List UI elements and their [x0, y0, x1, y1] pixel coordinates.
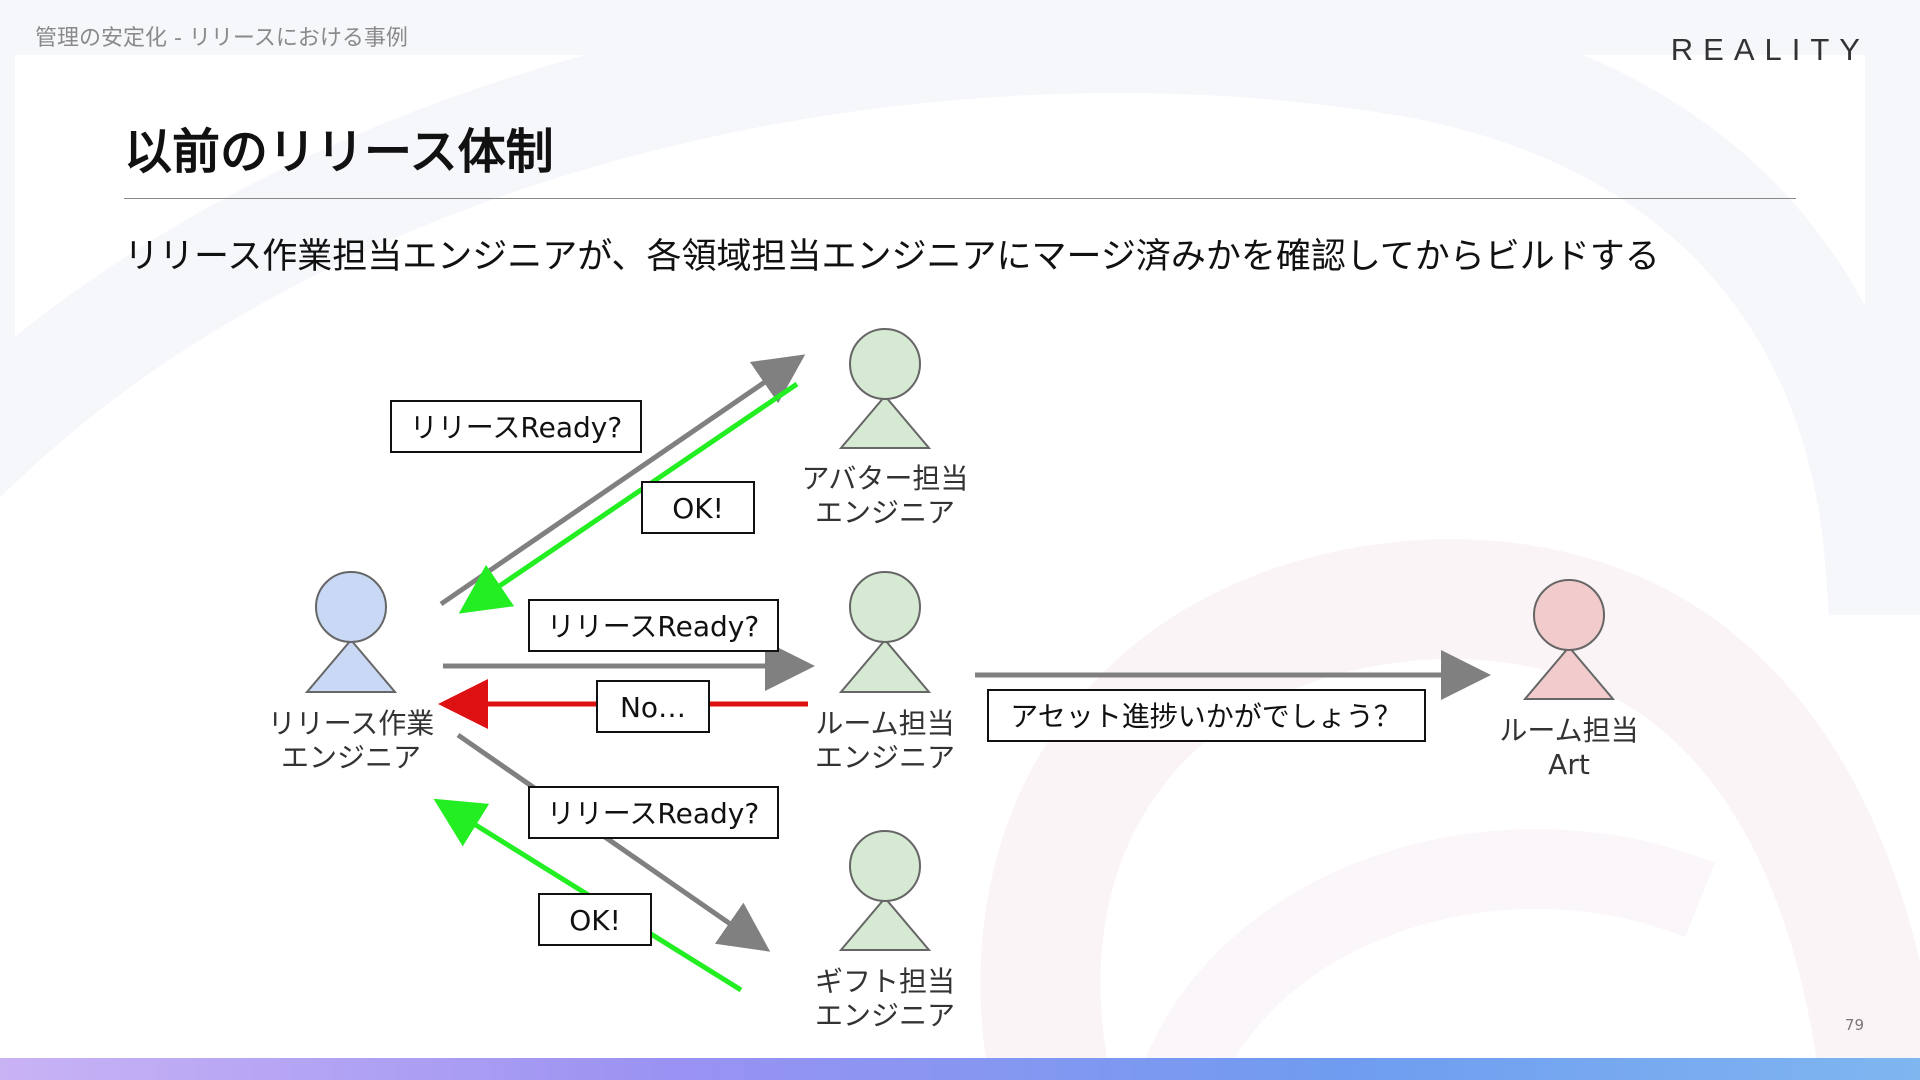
actor-avatar-engineer: アバター担当 エンジニア — [802, 328, 969, 529]
title-divider — [124, 198, 1796, 199]
svg-text:Art: Art — [1548, 748, 1590, 781]
msg-ready-gift: リリースReady? — [528, 786, 779, 839]
bottom-gradient-bar — [0, 1058, 1920, 1080]
msg-ok-avatar: OK! — [641, 481, 755, 534]
svg-text:リリースReady?: リリースReady? — [547, 610, 759, 643]
svg-text:リリース作業: リリース作業 — [268, 707, 435, 740]
reality-logo: REALITY — [1670, 32, 1870, 67]
svg-text:アバター担当: アバター担当 — [802, 462, 969, 495]
arrow-release-to-avatar — [439, 354, 806, 607]
svg-text:ルーム担当: ルーム担当 — [1499, 714, 1638, 747]
breadcrumb: 管理の安定化 - リリースにおける事例 — [35, 26, 408, 51]
svg-text:ルーム担当: ルーム担当 — [815, 707, 954, 740]
svg-text:OK!: OK! — [672, 492, 724, 525]
svg-text:アセット進捗いかがでしょう？: アセット進捗いかがでしょう？ — [1010, 700, 1401, 733]
msg-no-room: No… — [596, 680, 710, 733]
actor-room-art: ルーム担当 Art — [1499, 579, 1639, 781]
page-number: 79 — [1844, 1016, 1864, 1034]
actor-gift-engineer: ギフト担当 エンジニア — [815, 830, 955, 1032]
svg-text:OK!: OK! — [569, 904, 621, 937]
svg-text:リリースReady?: リリースReady? — [410, 411, 622, 444]
msg-asset-question: アセット進捗いかがでしょう？ — [987, 689, 1426, 742]
msg-ok-gift: OK! — [538, 893, 652, 946]
arrow-avatar-ok — [458, 381, 799, 614]
arrow-release-to-gift — [456, 732, 771, 952]
svg-text:エンジニア: エンジニア — [815, 999, 955, 1032]
svg-text:ギフト担当: ギフト担当 — [815, 965, 955, 998]
page-subtitle: リリース作業担当エンジニアが、各領域担当エンジニアにマージ済みかを確認してからビ… — [124, 237, 1660, 277]
actor-room-engineer: ルーム担当 エンジニア — [815, 571, 955, 774]
actor-release-engineer: リリース作業 エンジニア — [268, 571, 435, 774]
msg-ready-avatar: リリースReady? — [390, 400, 642, 453]
msg-ready-room: リリースReady? — [528, 599, 779, 652]
svg-text:No…: No… — [620, 691, 686, 724]
svg-text:エンジニア: エンジニア — [815, 496, 955, 529]
page-title: 以前のリリース体制 — [124, 124, 554, 180]
svg-text:エンジニア: エンジニア — [281, 741, 421, 774]
svg-text:エンジニア: エンジニア — [815, 741, 955, 774]
svg-text:リリースReady?: リリースReady? — [547, 797, 759, 830]
